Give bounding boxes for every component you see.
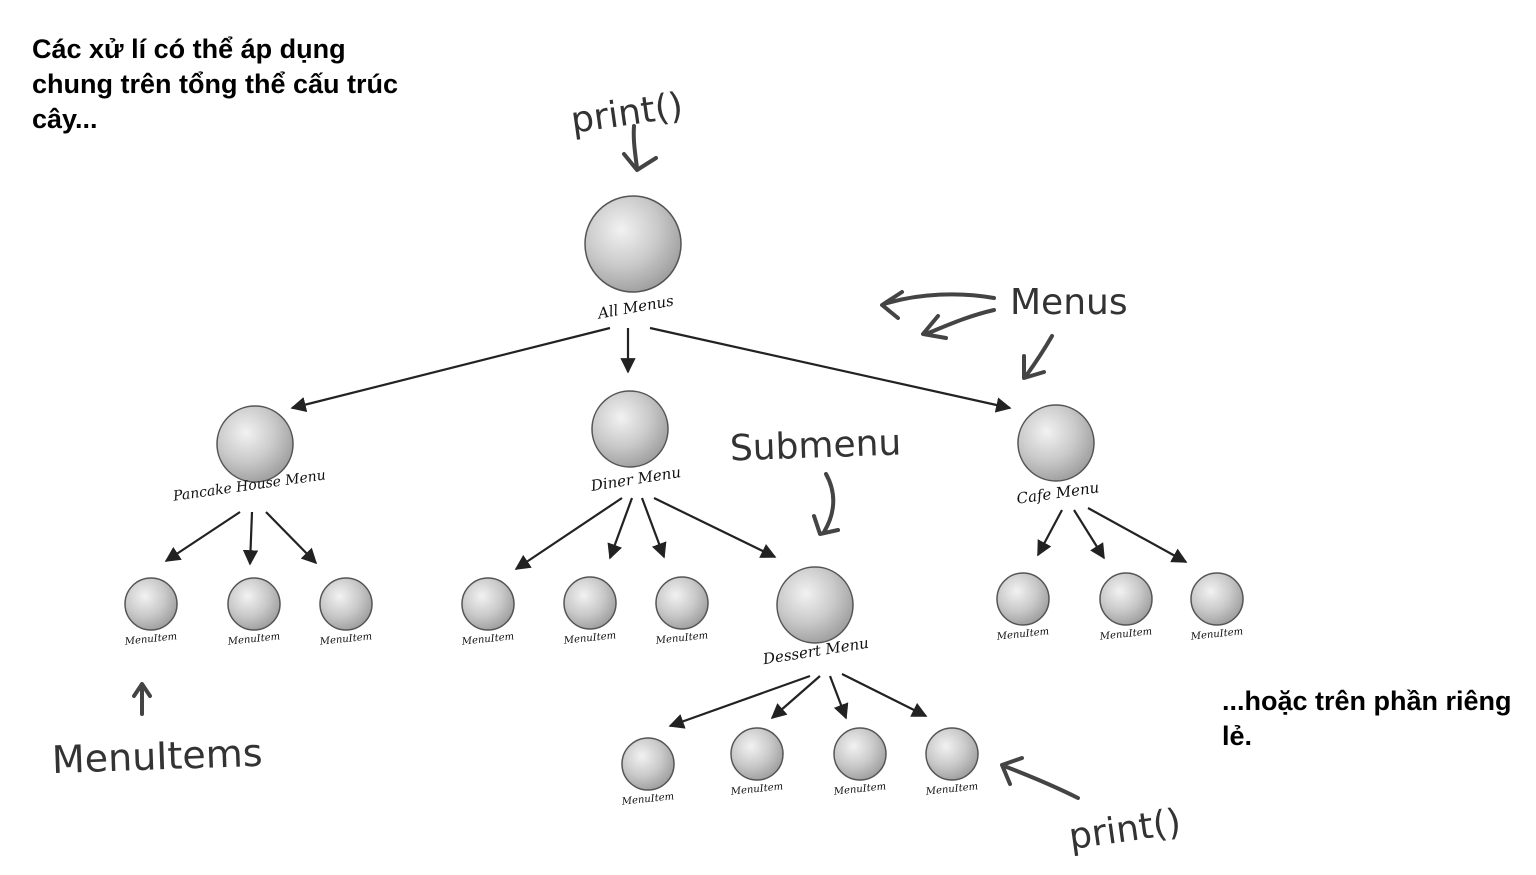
label-menuitem: MenuItem	[318, 631, 372, 648]
edge-dessert-item2	[770, 675, 821, 720]
caption-bottom: ...hoặc trên phần riêng lẻ.	[1222, 686, 1512, 751]
node-menuitem	[655, 576, 709, 630]
menus-arrow-left-1	[880, 290, 996, 320]
node-menuitem	[730, 727, 784, 781]
label-menuitem: MenuItem	[620, 791, 674, 808]
node-menuitem	[1099, 572, 1153, 626]
node-menuitem	[925, 727, 979, 781]
annotation-arrows	[132, 124, 1080, 800]
annotation-menuitems: MenuItems	[51, 731, 263, 782]
node-all-menus	[584, 195, 682, 293]
node-pancake-house-menu	[216, 405, 294, 483]
edge-pancake-item3	[265, 511, 318, 565]
node-menuitem	[563, 576, 617, 630]
edge-root-cafe	[649, 326, 1012, 413]
node-menuitem	[996, 572, 1050, 626]
label-menuitem: MenuItem	[460, 631, 514, 648]
nodes	[124, 195, 1244, 791]
edge-cafe-item3	[1087, 507, 1188, 563]
edge-cafe-item1	[1037, 509, 1063, 557]
caption-top: Các xử lí có thể áp dụng chung trên tổng…	[32, 34, 399, 134]
node-menuitem	[124, 577, 178, 631]
label-menuitem: MenuItem	[226, 631, 280, 648]
label-menuitem: MenuItem	[729, 781, 783, 798]
label-menuitem: MenuItem	[123, 631, 177, 648]
node-diner-menu	[591, 390, 669, 468]
edge-diner-item2	[607, 497, 634, 560]
edge-dessert-item3	[828, 675, 849, 720]
annotation-submenu: Submenu	[729, 422, 902, 469]
node-menuitem	[461, 577, 515, 631]
label-menuitem: MenuItem	[924, 781, 978, 798]
annotation-menus: Menus	[1010, 282, 1128, 323]
node-menuitem	[621, 737, 675, 791]
annotation-print-top: print()	[568, 85, 685, 141]
label-menuitem: MenuItem	[832, 781, 886, 798]
label-diner-menu: Diner Menu	[589, 463, 683, 495]
edge-diner-dessert	[653, 497, 777, 558]
label-menuitem: MenuItem	[654, 630, 708, 647]
node-dessert-menu	[776, 566, 854, 644]
edge-dessert-item4	[841, 673, 928, 717]
label-menuitem: MenuItem	[1189, 626, 1243, 643]
node-menuitem	[319, 577, 373, 631]
print-top-arrow	[622, 124, 658, 172]
print-bottom-arrow	[1000, 756, 1080, 800]
label-cafe-menu: Cafe Menu	[1015, 478, 1100, 507]
node-menuitem	[1190, 572, 1244, 626]
menus-arrow-down	[1022, 334, 1054, 380]
label-menuitem: MenuItem	[995, 626, 1049, 643]
node-menuitem	[833, 727, 887, 781]
node-labels: All Menus Pancake House Menu Diner Menu …	[123, 291, 1243, 807]
edge-diner-item3	[640, 497, 667, 559]
node-cafe-menu	[1017, 404, 1095, 482]
label-menuitem: MenuItem	[562, 630, 616, 647]
edge-pancake-item1	[164, 511, 241, 562]
label-all-menus: All Menus	[595, 291, 676, 322]
edge-cafe-item2	[1073, 509, 1105, 560]
edge-dessert-item1	[668, 674, 811, 729]
submenu-arrow	[812, 472, 840, 536]
menus-arrow-left-2	[921, 308, 996, 340]
edge-root-pancake	[290, 326, 611, 413]
edge-pancake-item2	[242, 511, 259, 566]
label-menuitem: MenuItem	[1098, 626, 1152, 643]
edge-diner-item1	[514, 497, 623, 570]
menuitems-arrow	[132, 682, 152, 716]
annotation-print-bottom: print()	[1066, 802, 1183, 858]
node-menuitem	[227, 577, 281, 631]
tree-edges	[164, 326, 1188, 729]
